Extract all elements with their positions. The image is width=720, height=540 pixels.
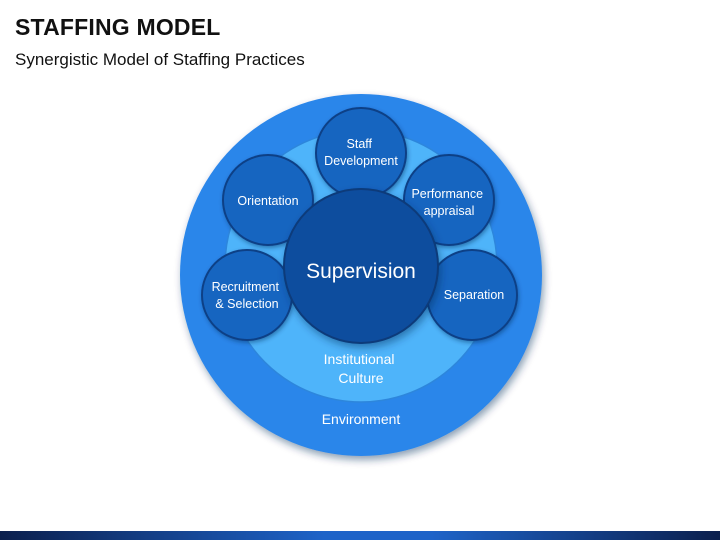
slide-title: STAFFING MODEL [15, 14, 221, 40]
performance-appraisal-label: Performance appraisal [411, 187, 486, 218]
satellite-performance-appraisal [403, 154, 495, 246]
satellite-staff-development [315, 107, 407, 199]
separation-label: Separation [444, 288, 505, 302]
satellite-recruitment-selection [201, 249, 293, 341]
supervision-circle [283, 188, 439, 344]
staff-development-label: Staff Development [324, 137, 398, 168]
satellite-orientation [222, 154, 314, 246]
bottom-accent-bar [0, 531, 720, 540]
orientation-label: Orientation [237, 194, 298, 208]
slide-subtitle: Synergistic Model of Staffing Practices [15, 50, 305, 69]
environment-label: Environment [322, 411, 401, 427]
institutional-culture-label: Institutional Culture [324, 351, 399, 386]
recruitment-selection-label: Recruitment & Selection [212, 280, 283, 311]
supervision-label: Supervision [306, 260, 416, 283]
